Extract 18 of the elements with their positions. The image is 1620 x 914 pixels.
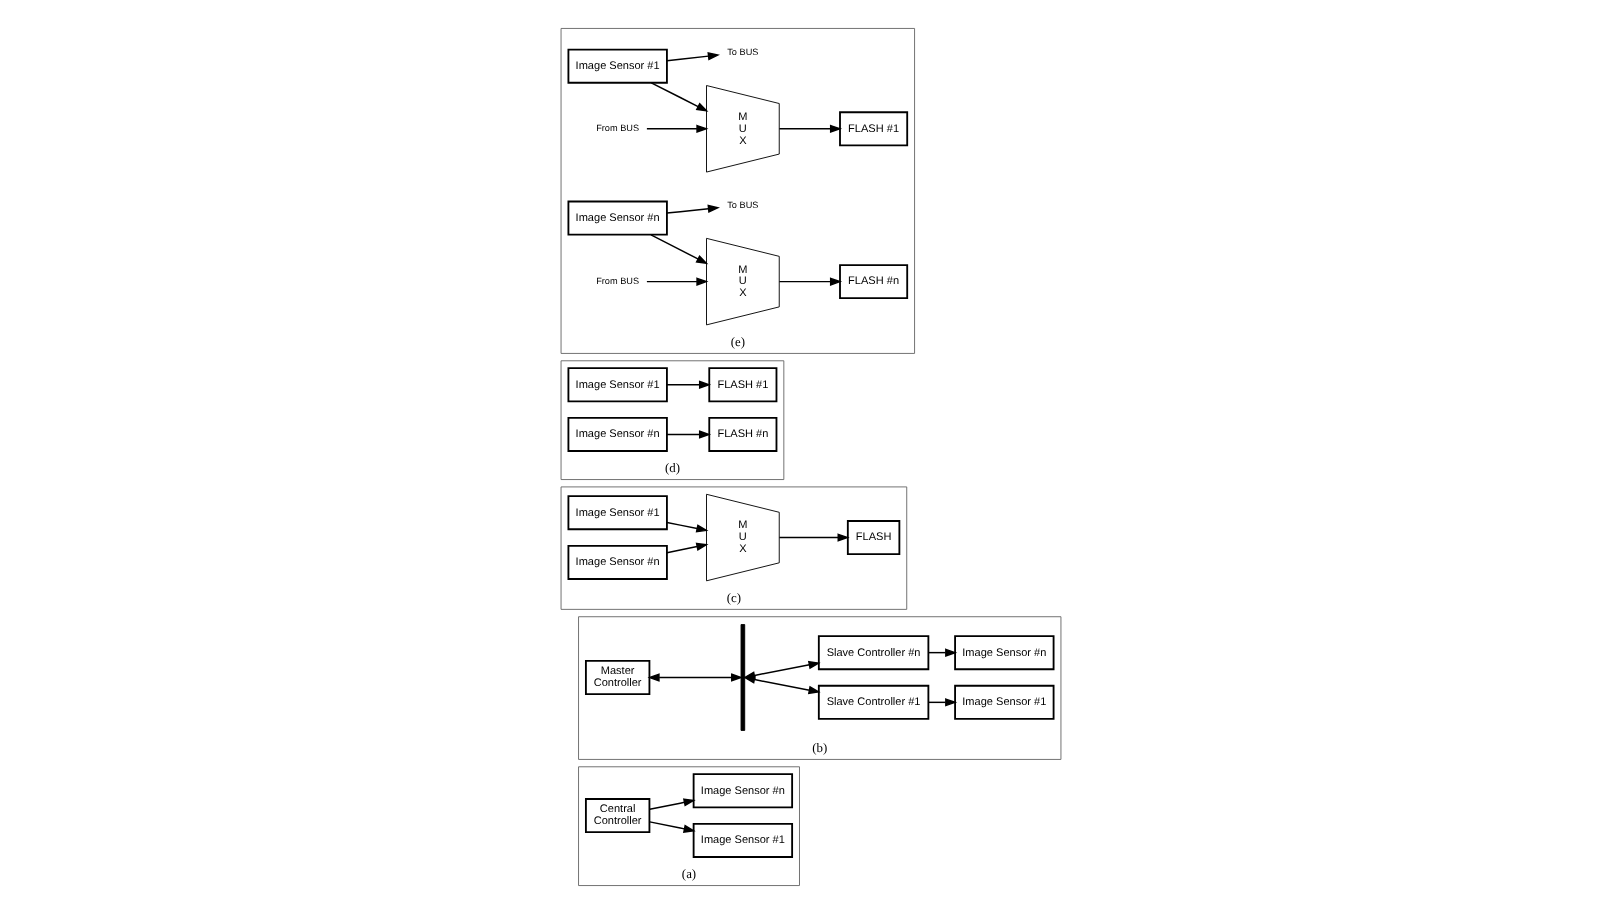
arrow (665, 521, 708, 533)
node-bar (739, 624, 745, 731)
arrow (645, 124, 708, 134)
arrow (777, 277, 842, 286)
arrow (646, 673, 743, 682)
arrow (647, 821, 695, 833)
arrow (665, 542, 708, 554)
arrow (742, 660, 820, 680)
arrow (777, 533, 849, 542)
arrow (665, 204, 719, 214)
arrow (665, 51, 719, 62)
arrow (649, 234, 708, 265)
arrow (647, 798, 695, 811)
arrow (649, 82, 708, 112)
arrow (665, 380, 711, 389)
arrow (645, 277, 708, 286)
arrow (665, 430, 711, 439)
arrow (777, 124, 842, 134)
